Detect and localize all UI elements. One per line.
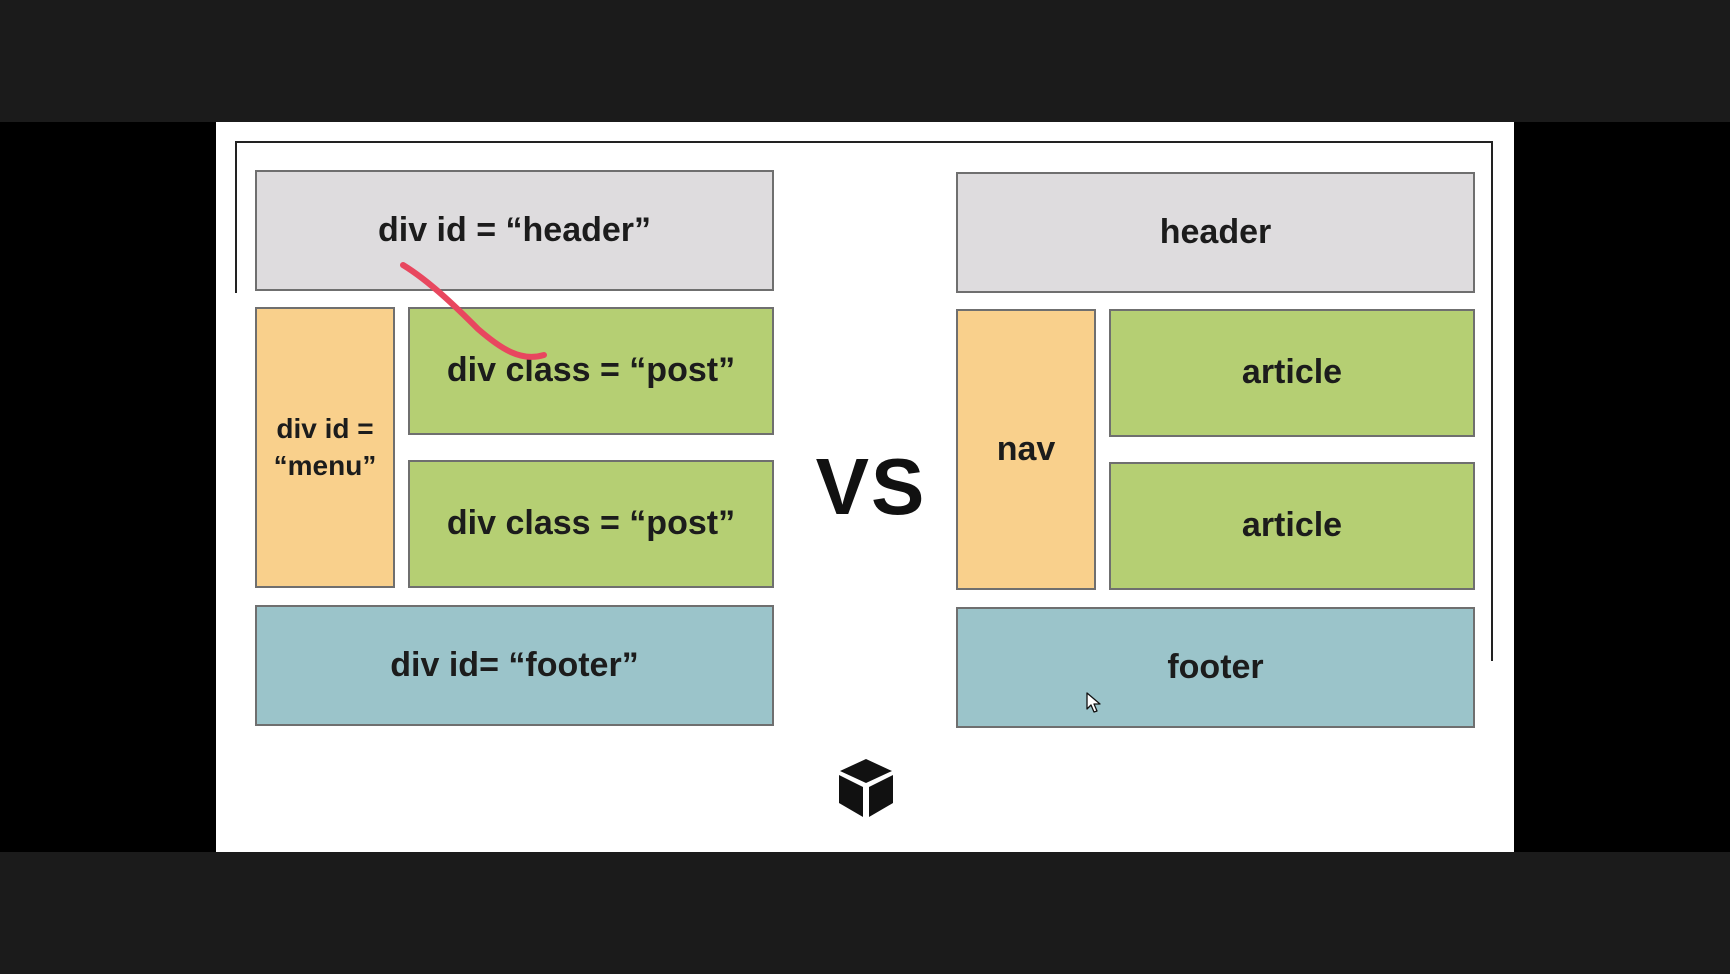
cube-logo-icon (839, 759, 893, 817)
left-div-footer-box: div id= “footer” (255, 605, 774, 726)
left-div-post-box-2: div class = “post” (408, 460, 774, 588)
mouse-pointer-icon (1086, 692, 1101, 713)
left-pillarbox (0, 122, 216, 852)
bottom-letterbox-bar (0, 852, 1730, 974)
left-div-menu-box: div id = “menu” (255, 307, 395, 588)
right-header-box: header (956, 172, 1475, 293)
top-letterbox-bar (0, 0, 1730, 122)
slide-frame-top-line (235, 141, 1492, 143)
right-article-box-2: article (1109, 462, 1475, 590)
slide-frame-right-line (1491, 141, 1493, 661)
right-nav-box: nav (956, 309, 1096, 590)
slide-canvas: div id = “header” div id = “menu” div cl… (216, 122, 1514, 852)
right-article-box-1: article (1109, 309, 1475, 437)
vs-label: VS (815, 442, 927, 531)
right-pillarbox (1514, 122, 1730, 852)
left-div-post-box-1: div class = “post” (408, 307, 774, 435)
right-footer-box: footer (956, 607, 1475, 728)
slide-frame-left-line (235, 141, 237, 293)
left-div-header-box: div id = “header” (255, 170, 774, 291)
